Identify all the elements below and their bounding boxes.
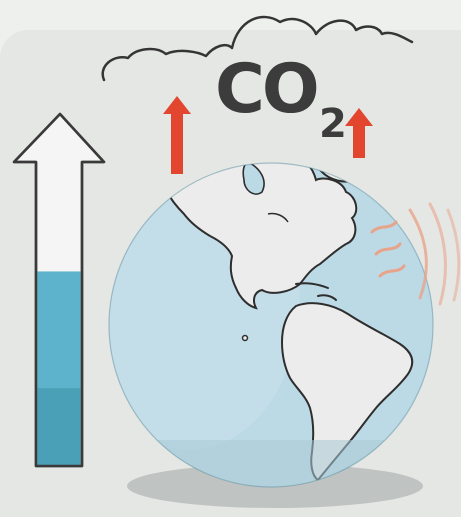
level-gauge-icon <box>12 112 106 468</box>
up-arrow-icon <box>163 96 191 174</box>
co2-main-text: CO <box>215 50 320 129</box>
co2-subscript: 2 <box>319 101 347 147</box>
up-arrow-icon-right <box>345 108 373 158</box>
north-america-landmass <box>148 163 358 310</box>
co2-label: CO 2 <box>215 56 347 145</box>
cloud-icon <box>101 15 414 82</box>
earth-globe-icon <box>108 162 434 488</box>
heat-waves-icon <box>370 202 461 306</box>
gauge-fill-lower <box>37 388 81 466</box>
